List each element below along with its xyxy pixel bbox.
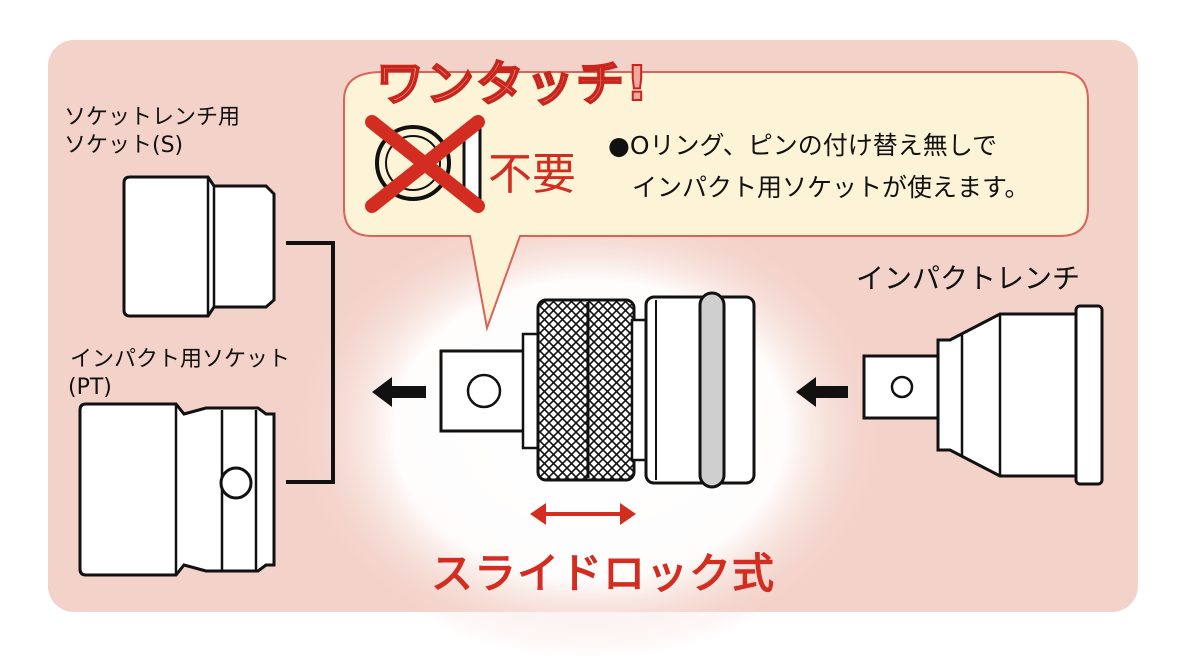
headline-title: ワンタッチ! (375, 55, 650, 113)
impact-wrench-label: インパクトレンチ (856, 262, 1081, 295)
unneeded-label: 不要 (488, 149, 576, 200)
impact-wrench-shape (862, 304, 1104, 486)
adapter-sleeve (536, 298, 636, 482)
bubble-note-line2: インパクト用ソケットが使えます。 (632, 173, 1030, 202)
o-ring-icon (375, 125, 451, 201)
connector-bracket (286, 241, 335, 484)
socket-s-label-line1: ソケットレンチ用 (64, 105, 241, 130)
speech-bubble (343, 71, 1089, 332)
socket-s-shape (122, 175, 276, 318)
adapter-square-drive (439, 332, 543, 450)
bubble-note-line1: ●Oリング、ピンの付け替え無しで (608, 131, 997, 160)
adapter-body (630, 291, 756, 489)
double-arrow-icon (530, 503, 636, 525)
socket-pt-label-line2: (PT) (68, 375, 112, 400)
arrow-left-icon (372, 377, 426, 407)
socket-pt-shape (78, 402, 276, 577)
socket-pt-label-line1: インパクト用ソケット (70, 347, 291, 372)
cross-icon (365, 115, 485, 213)
socket-s-label-line2: ソケット(S) (64, 133, 184, 158)
arrow-left-icon (796, 377, 848, 407)
slide-lock-caption: スライドロック式 (431, 549, 776, 598)
